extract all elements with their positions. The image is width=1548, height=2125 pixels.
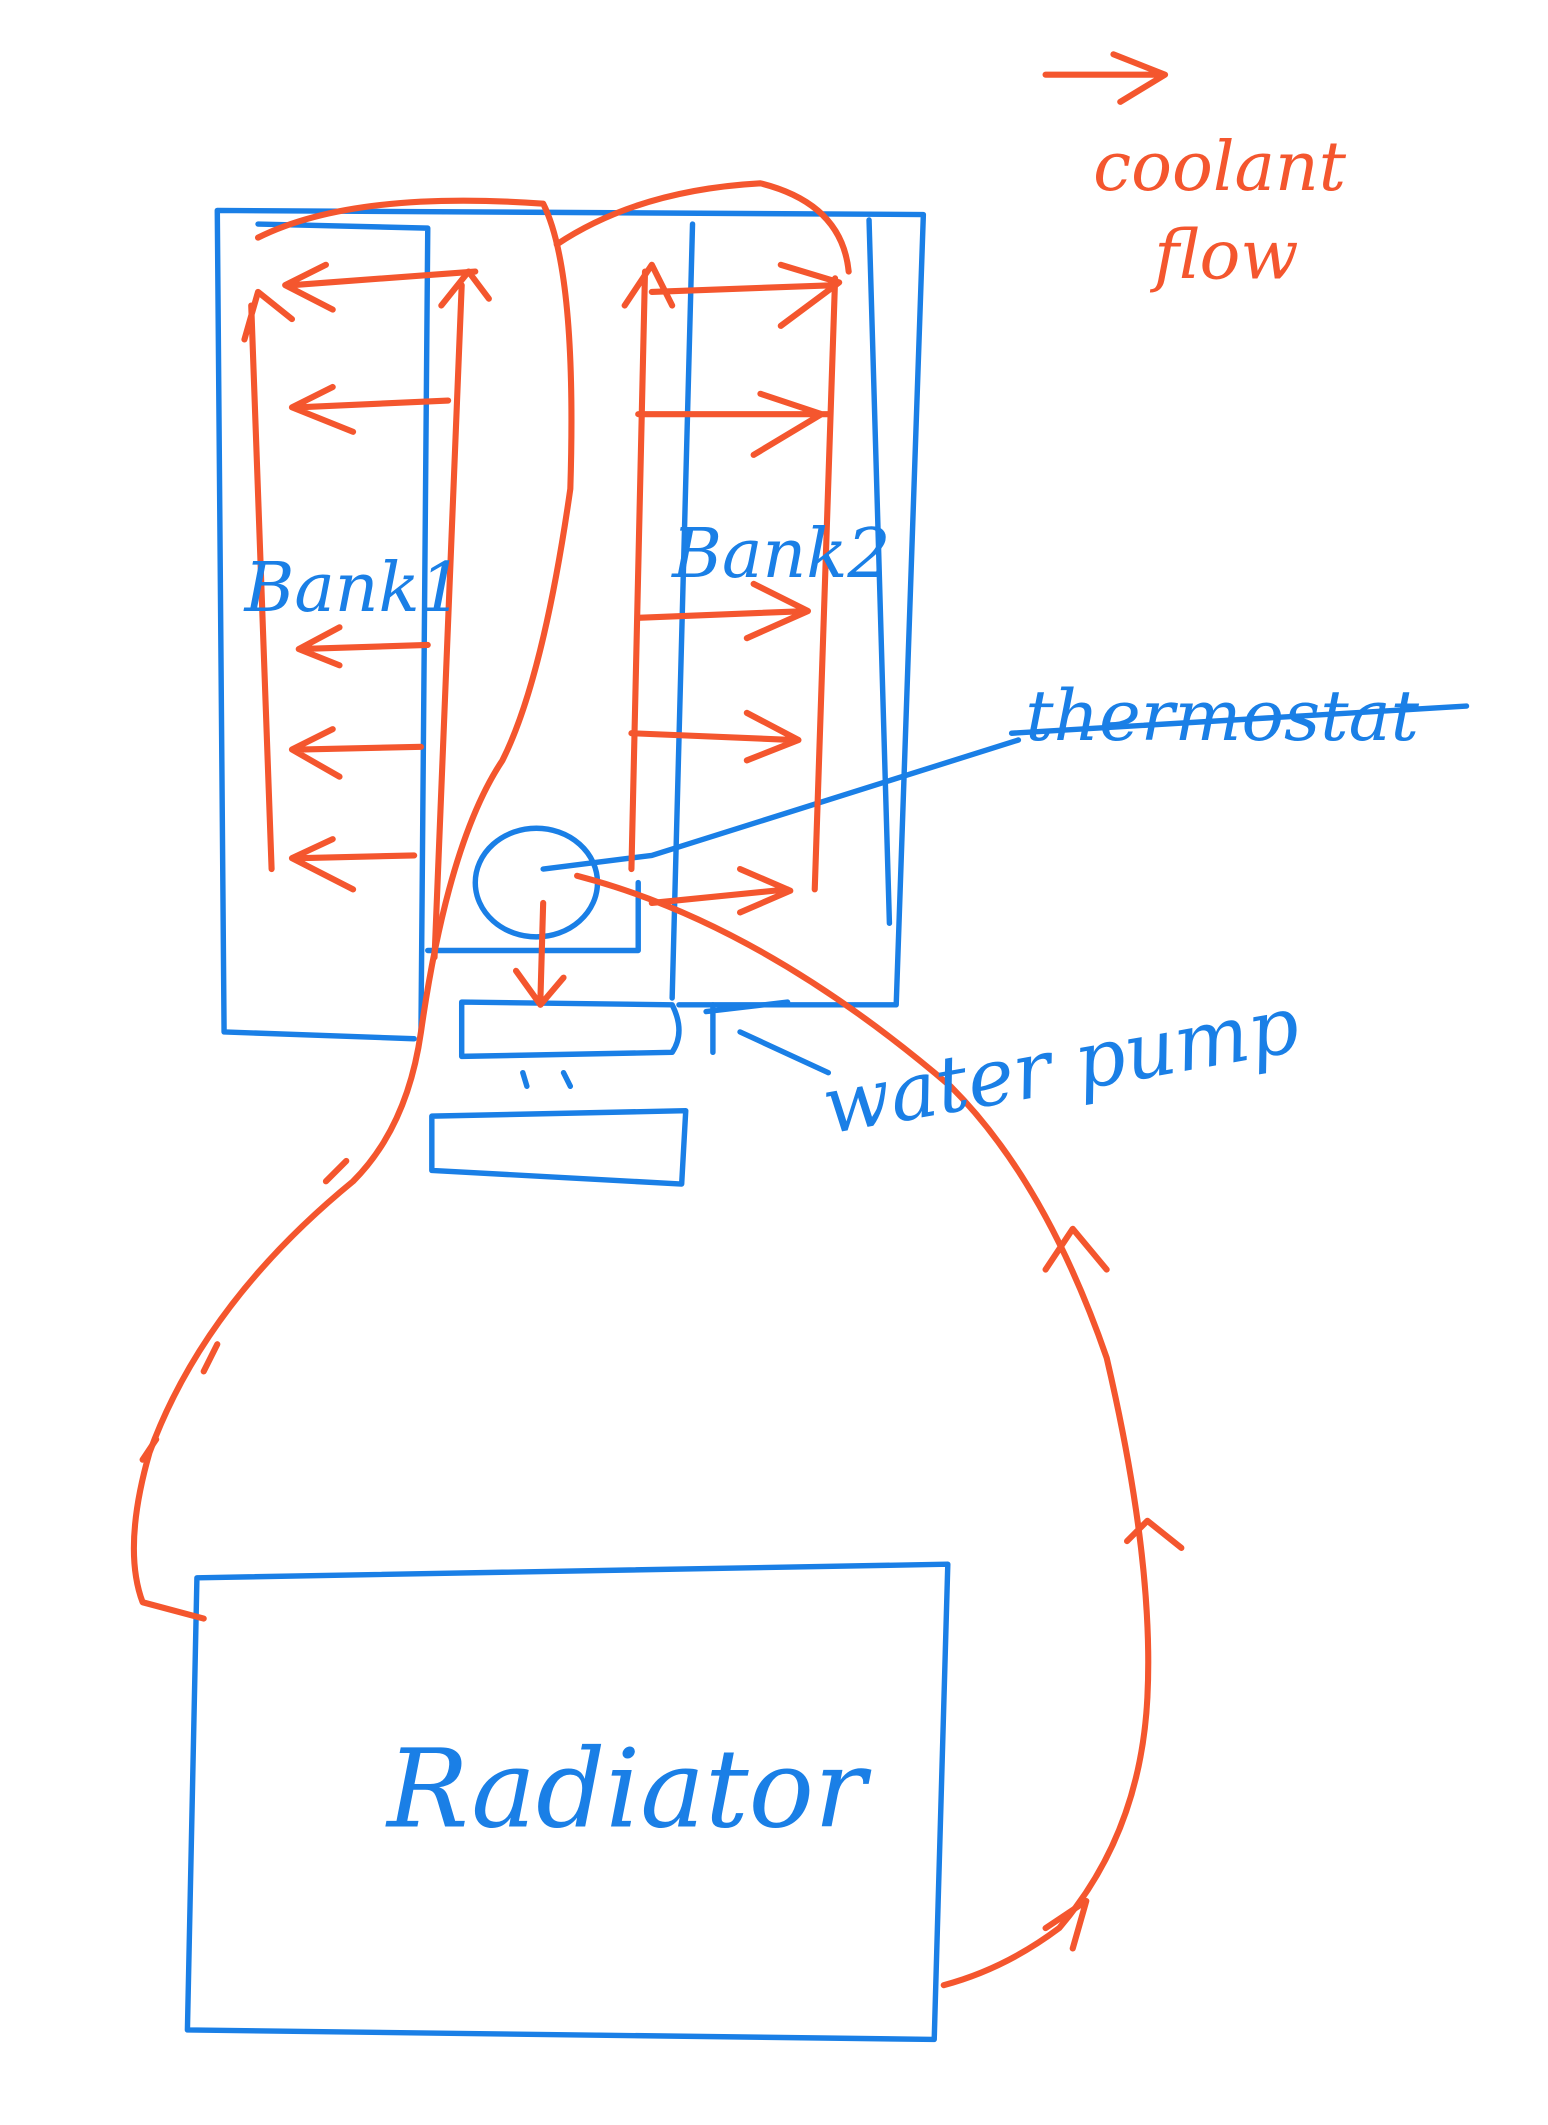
bank1-label: Bank1	[242, 549, 462, 628]
thermostat-label: thermostat	[1025, 674, 1419, 757]
legend-label-flow: flow	[1149, 216, 1298, 295]
legend-label-coolant: coolant	[1093, 128, 1347, 207]
radiator-label: Radiator	[385, 1725, 872, 1852]
radiator-box	[184, 1561, 951, 2043]
thermostat-pointer	[1008, 703, 1470, 736]
bank1-outline	[255, 221, 431, 1035]
legend-arrow-icon	[1042, 51, 1169, 105]
bank2-divider	[669, 221, 696, 1001]
water-pump-shape	[429, 999, 791, 1187]
bank2-label: Bank2	[670, 515, 890, 594]
coolant-flow-paths	[130, 180, 1185, 1989]
water-pump-pointer	[737, 1029, 832, 1076]
